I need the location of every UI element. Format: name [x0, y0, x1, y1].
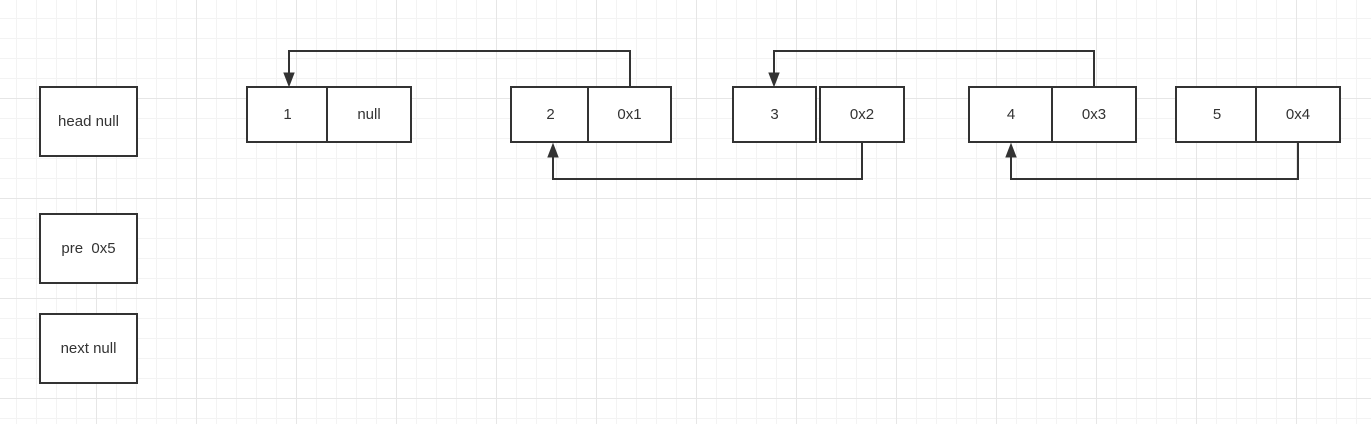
arrowhead-node1: [283, 72, 295, 88]
node-1-next-cell: null: [326, 86, 412, 143]
pointer-arrow-node4-to-node3: [773, 50, 1095, 86]
arrowhead-node4: [1005, 142, 1017, 158]
head-variable-box: head null: [39, 86, 138, 157]
next-variable-box: next null: [39, 313, 138, 384]
node-5-value-cell: 5: [1175, 86, 1259, 143]
pointer-arrow-node3-to-node2: [552, 143, 863, 180]
node-4-next-cell: 0x3: [1051, 86, 1137, 143]
node-3-next-cell: 0x2: [819, 86, 905, 143]
node-3-value-cell: 3: [732, 86, 817, 143]
pointer-arrow-node2-to-node1: [288, 50, 631, 86]
node-5-next-cell: 0x4: [1255, 86, 1341, 143]
pointer-arrow-node5-to-node4: [1010, 143, 1299, 180]
pre-variable-box: pre 0x5: [39, 213, 138, 284]
node-4-value-cell: 4: [968, 86, 1054, 143]
arrowhead-node2: [547, 142, 559, 158]
node-2-value-cell: 2: [510, 86, 591, 143]
node-1-value-cell: 1: [246, 86, 329, 143]
node-2-next-cell: 0x1: [587, 86, 672, 143]
arrowhead-node3: [768, 72, 780, 88]
